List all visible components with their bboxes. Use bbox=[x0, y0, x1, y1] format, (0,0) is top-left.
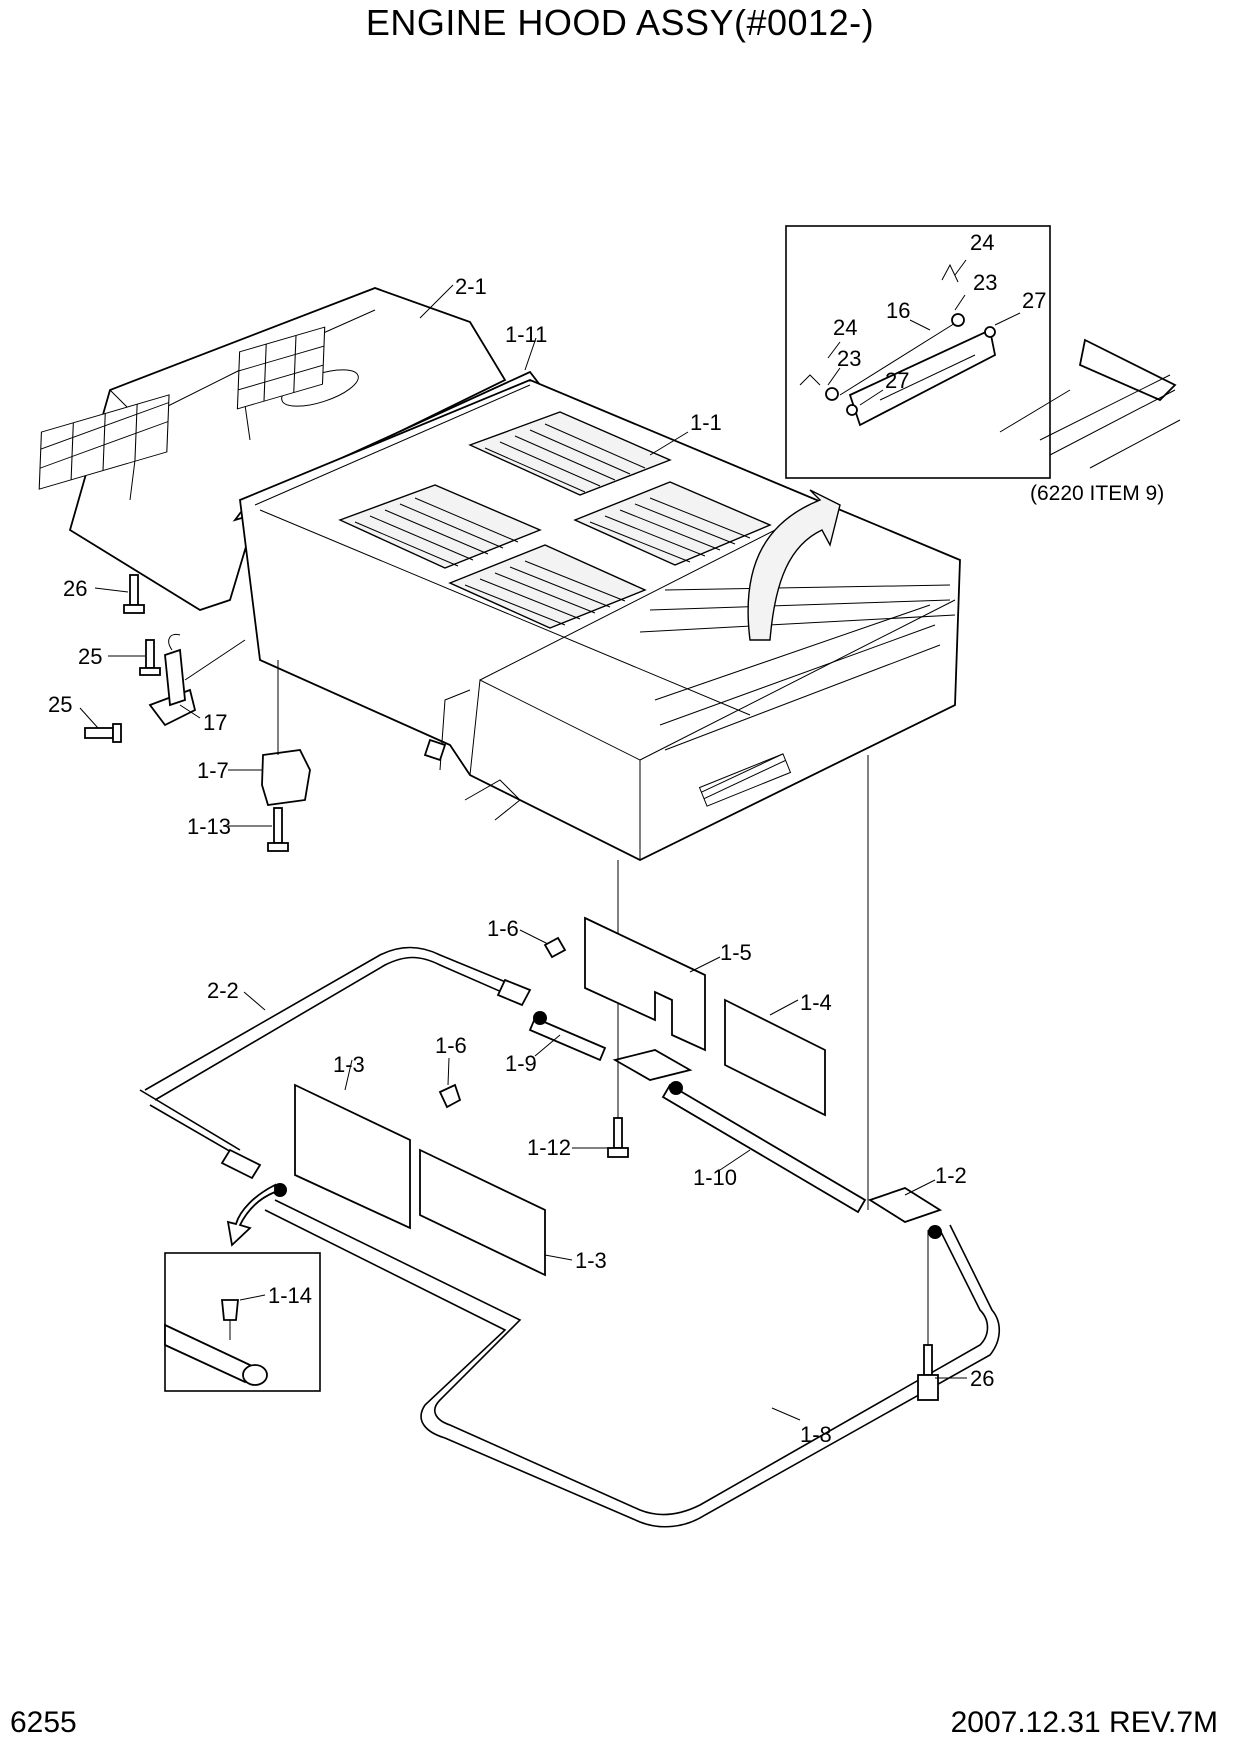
clip-1-6-b bbox=[438, 1083, 462, 1109]
callout-1-2: 1-2 bbox=[935, 1163, 967, 1188]
bolt-26-bottom bbox=[917, 1344, 939, 1401]
rear-hood-cover-2-1 bbox=[38, 287, 507, 611]
callout-1-14: 1-14 bbox=[268, 1283, 312, 1308]
callout-1-8: 1-8 bbox=[800, 1422, 832, 1447]
callout-1-5: 1-5 bbox=[720, 940, 752, 965]
callout-25-b: 25 bbox=[48, 692, 72, 717]
callout-17: 17 bbox=[203, 710, 227, 735]
bolt-26-top bbox=[123, 574, 145, 614]
callout-1-3-a: 1-3 bbox=[333, 1052, 365, 1077]
bolt-1-13 bbox=[267, 807, 289, 852]
bolt-1-12 bbox=[607, 1117, 629, 1158]
callout-1-13: 1-13 bbox=[187, 814, 231, 839]
page-number: 6255 bbox=[10, 1706, 77, 1739]
insulation-panel-1-4 bbox=[724, 998, 826, 1117]
callout-27-b: 27 bbox=[885, 368, 909, 393]
callout-16: 16 bbox=[886, 298, 910, 323]
callout-24-a: 24 bbox=[970, 230, 994, 255]
callout-1-10: 1-10 bbox=[693, 1165, 737, 1190]
callout-26-top: 26 bbox=[63, 576, 87, 601]
callout-2-1: 2-1 bbox=[455, 274, 487, 299]
callout-2-2: 2-2 bbox=[207, 978, 239, 1003]
engine-hood-1-1 bbox=[239, 379, 961, 862]
bracket-1-7 bbox=[261, 749, 311, 806]
callout-1-4: 1-4 bbox=[800, 990, 832, 1015]
callout-27-a: 27 bbox=[1022, 288, 1046, 313]
callout-1-9: 1-9 bbox=[505, 1051, 537, 1076]
callout-25-a: 25 bbox=[78, 644, 102, 669]
rear-hood-vent-grid-b bbox=[236, 326, 326, 410]
detail-pointer-arrow bbox=[226, 1183, 276, 1247]
hinge-1-2-a bbox=[612, 1049, 693, 1081]
bolt-25-a bbox=[139, 639, 161, 676]
open-direction-arrow bbox=[747, 489, 841, 641]
clip-1-6-a bbox=[543, 936, 567, 959]
revision-date: 2007.12.31 REV.7M bbox=[950, 1706, 1218, 1739]
bolt-25-b bbox=[84, 723, 122, 743]
detail-reference-note: (6220 ITEM 9) bbox=[1030, 482, 1164, 505]
callout-24-b: 24 bbox=[833, 315, 857, 340]
callout-26-bottom: 26 bbox=[970, 1366, 994, 1391]
callout-1-3-b: 1-3 bbox=[575, 1248, 607, 1273]
callout-1-6-b: 1-6 bbox=[435, 1033, 467, 1058]
callout-23-b: 23 bbox=[837, 346, 861, 371]
callout-1-7: 1-7 bbox=[197, 758, 229, 783]
latch-assembly-17 bbox=[148, 633, 246, 727]
hinge-detail-view bbox=[785, 225, 1181, 479]
callout-1-11: 1-11 bbox=[505, 322, 547, 347]
insulation-panel-1-3-b bbox=[419, 1148, 546, 1277]
callout-1-6-a: 1-6 bbox=[487, 916, 519, 941]
pin-detail-view bbox=[164, 1252, 321, 1392]
insulation-panel-1-5 bbox=[584, 916, 706, 1052]
callout-1-12: 1-12 bbox=[527, 1135, 571, 1160]
pipe-1-10 bbox=[661, 1083, 867, 1214]
insulation-panel-1-3-a bbox=[294, 1083, 411, 1230]
pipe-1-9 bbox=[528, 1016, 607, 1062]
page-title: ENGINE HOOD ASSY(#0012-) bbox=[365, 2, 875, 43]
pipe-end-a bbox=[496, 978, 532, 1007]
pipe-end-b bbox=[220, 1148, 262, 1180]
hood-frame-1-8 bbox=[264, 1199, 1001, 1528]
callout-23-a: 23 bbox=[973, 270, 997, 295]
callout-1-1: 1-1 bbox=[690, 410, 722, 435]
hinge-1-2-b bbox=[867, 1187, 943, 1223]
rear-hood-vent-grid-a bbox=[38, 394, 170, 490]
